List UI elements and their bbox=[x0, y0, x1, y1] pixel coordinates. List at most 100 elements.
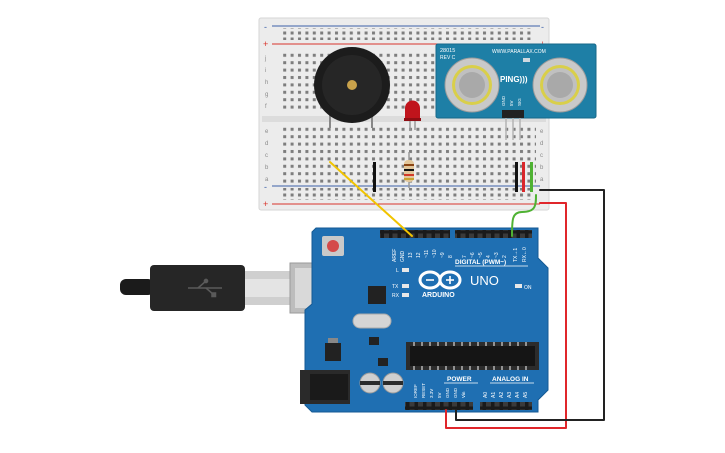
svg-text:8: 8 bbox=[448, 255, 454, 258]
svg-text:e: e bbox=[265, 129, 269, 135]
svg-text:d: d bbox=[265, 141, 268, 147]
small-smd bbox=[369, 337, 379, 345]
svg-text:f: f bbox=[265, 104, 267, 110]
led-on bbox=[515, 284, 522, 288]
svg-text:~3: ~3 bbox=[494, 252, 500, 258]
svg-text:13: 13 bbox=[408, 252, 414, 258]
usb-cable[interactable] bbox=[120, 262, 343, 314]
svg-text:j: j bbox=[264, 56, 266, 62]
svg-text:RX←0: RX←0 bbox=[522, 247, 528, 262]
svg-text:IOREF: IOREF bbox=[413, 384, 418, 398]
led-dome bbox=[405, 100, 420, 120]
sensor-led bbox=[523, 58, 530, 62]
row-letters: j i h g f e d c b a e d c b a bbox=[264, 56, 544, 183]
jumper-black-1 bbox=[373, 162, 376, 192]
svg-text:c: c bbox=[265, 153, 268, 159]
rail-holes-bottom bbox=[283, 188, 533, 200]
svg-text:A4: A4 bbox=[515, 392, 521, 398]
svg-text:12: 12 bbox=[416, 252, 422, 258]
arduino-uno[interactable]: AREF GND 13 12 ~11 ~10 ~9 8 7 ~6 ~5 4 ~3… bbox=[300, 227, 549, 413]
svg-text:b: b bbox=[540, 165, 544, 171]
digital-label: DIGITAL (PWM~) bbox=[455, 259, 506, 266]
svg-text:A5: A5 bbox=[523, 392, 529, 398]
rail-holes-top bbox=[283, 28, 533, 40]
svg-text:A0: A0 bbox=[483, 392, 489, 398]
svg-text:AREF: AREF bbox=[392, 249, 398, 262]
svg-text:5V: 5V bbox=[437, 392, 442, 398]
svg-text:GND: GND bbox=[445, 387, 450, 398]
analog-label: ANALOG IN bbox=[492, 376, 529, 383]
svg-text:3.3V: 3.3V bbox=[429, 389, 434, 398]
jumper-red-1 bbox=[522, 162, 525, 192]
svg-text:SIG: SIG bbox=[517, 98, 522, 106]
power-pin-labels: IOREF RESET 3.3V 5V GND GND Vin bbox=[413, 383, 466, 398]
arduino-infinity-logo-icon bbox=[418, 270, 462, 290]
jumper-black-2 bbox=[515, 162, 518, 192]
svg-text:L: L bbox=[396, 268, 399, 274]
rail-sign-bottom-plus: + bbox=[263, 199, 268, 209]
svg-text:h: h bbox=[265, 80, 268, 86]
rail-sign-bottom-minus: - bbox=[264, 182, 267, 192]
rail-sign-top-minus-right: - bbox=[541, 22, 544, 32]
wire-black[interactable] bbox=[455, 189, 605, 421]
red-led[interactable] bbox=[404, 100, 421, 130]
svg-text:a: a bbox=[265, 177, 269, 183]
svg-text:~5: ~5 bbox=[478, 252, 484, 258]
crystal bbox=[352, 313, 392, 329]
led-rx bbox=[402, 293, 409, 297]
svg-text:A2: A2 bbox=[499, 392, 505, 398]
svg-text:~6: ~6 bbox=[470, 252, 476, 258]
sensor-pin-labels: GND 5V SIG bbox=[501, 95, 522, 106]
svg-text:GND: GND bbox=[453, 387, 458, 398]
digital-pin-labels: AREF GND 13 12 ~11 ~10 ~9 8 7 ~6 ~5 4 ~3… bbox=[392, 247, 528, 262]
wires bbox=[329, 161, 605, 429]
cable-strain bbox=[120, 279, 154, 295]
power-label: POWER bbox=[447, 376, 472, 383]
svg-text:~11: ~11 bbox=[424, 250, 430, 258]
sensor-url: WWW.PARALLAX.COM bbox=[492, 49, 546, 55]
wire-red[interactable] bbox=[445, 202, 567, 429]
arduino-brand: ARDUINO bbox=[422, 292, 455, 299]
arduino-model: UNO bbox=[470, 273, 499, 288]
svg-text:GND: GND bbox=[501, 95, 506, 106]
jumper-green-1 bbox=[530, 162, 533, 192]
status-led-labels: L TX RX bbox=[392, 268, 400, 299]
buzzer-hole bbox=[347, 80, 357, 90]
svg-text:RESET: RESET bbox=[421, 383, 426, 398]
ping-sensor[interactable]: 28015 REV C WWW.PARALLAX.COM PING))) GND… bbox=[435, 43, 597, 140]
svg-text:e: e bbox=[540, 129, 544, 135]
svg-text:TX: TX bbox=[392, 284, 399, 290]
svg-text:~9: ~9 bbox=[440, 252, 446, 258]
svg-text:TX→1: TX→1 bbox=[513, 248, 519, 262]
svg-text:g: g bbox=[265, 92, 268, 98]
svg-text:5V: 5V bbox=[509, 100, 514, 106]
rail-sign-top-plus: + bbox=[263, 39, 268, 49]
piezo-buzzer[interactable] bbox=[314, 47, 390, 128]
svg-text:2: 2 bbox=[502, 255, 508, 258]
svg-text:A1: A1 bbox=[491, 392, 497, 398]
led-tx bbox=[402, 284, 409, 288]
svg-text:c: c bbox=[540, 153, 543, 159]
svg-text:A3: A3 bbox=[507, 392, 513, 398]
usb-symbol-icon bbox=[188, 278, 222, 298]
svg-text:a: a bbox=[540, 177, 544, 183]
rail-sign-top-minus: - bbox=[264, 22, 267, 32]
wire-yellow[interactable] bbox=[329, 161, 413, 237]
sensor-rev: REV C bbox=[440, 55, 456, 61]
usb-chip bbox=[368, 286, 386, 304]
resistor[interactable] bbox=[404, 152, 414, 188]
sensor-model: 28015 bbox=[440, 48, 455, 54]
svg-text:Vin: Vin bbox=[461, 391, 466, 398]
svg-text:b: b bbox=[265, 165, 269, 171]
svg-text:4: 4 bbox=[486, 255, 492, 258]
analog-pin-labels: A0 A1 A2 A3 A4 A5 bbox=[483, 392, 529, 398]
logo-signs-icon bbox=[426, 276, 454, 284]
wire-green[interactable] bbox=[511, 194, 537, 237]
svg-text:GND: GND bbox=[400, 251, 406, 263]
svg-text:d: d bbox=[540, 141, 543, 147]
svg-text:~10: ~10 bbox=[432, 249, 438, 258]
svg-text:7: 7 bbox=[462, 255, 468, 258]
on-label: ON bbox=[524, 285, 532, 291]
sensor-name: PING))) bbox=[500, 75, 528, 84]
